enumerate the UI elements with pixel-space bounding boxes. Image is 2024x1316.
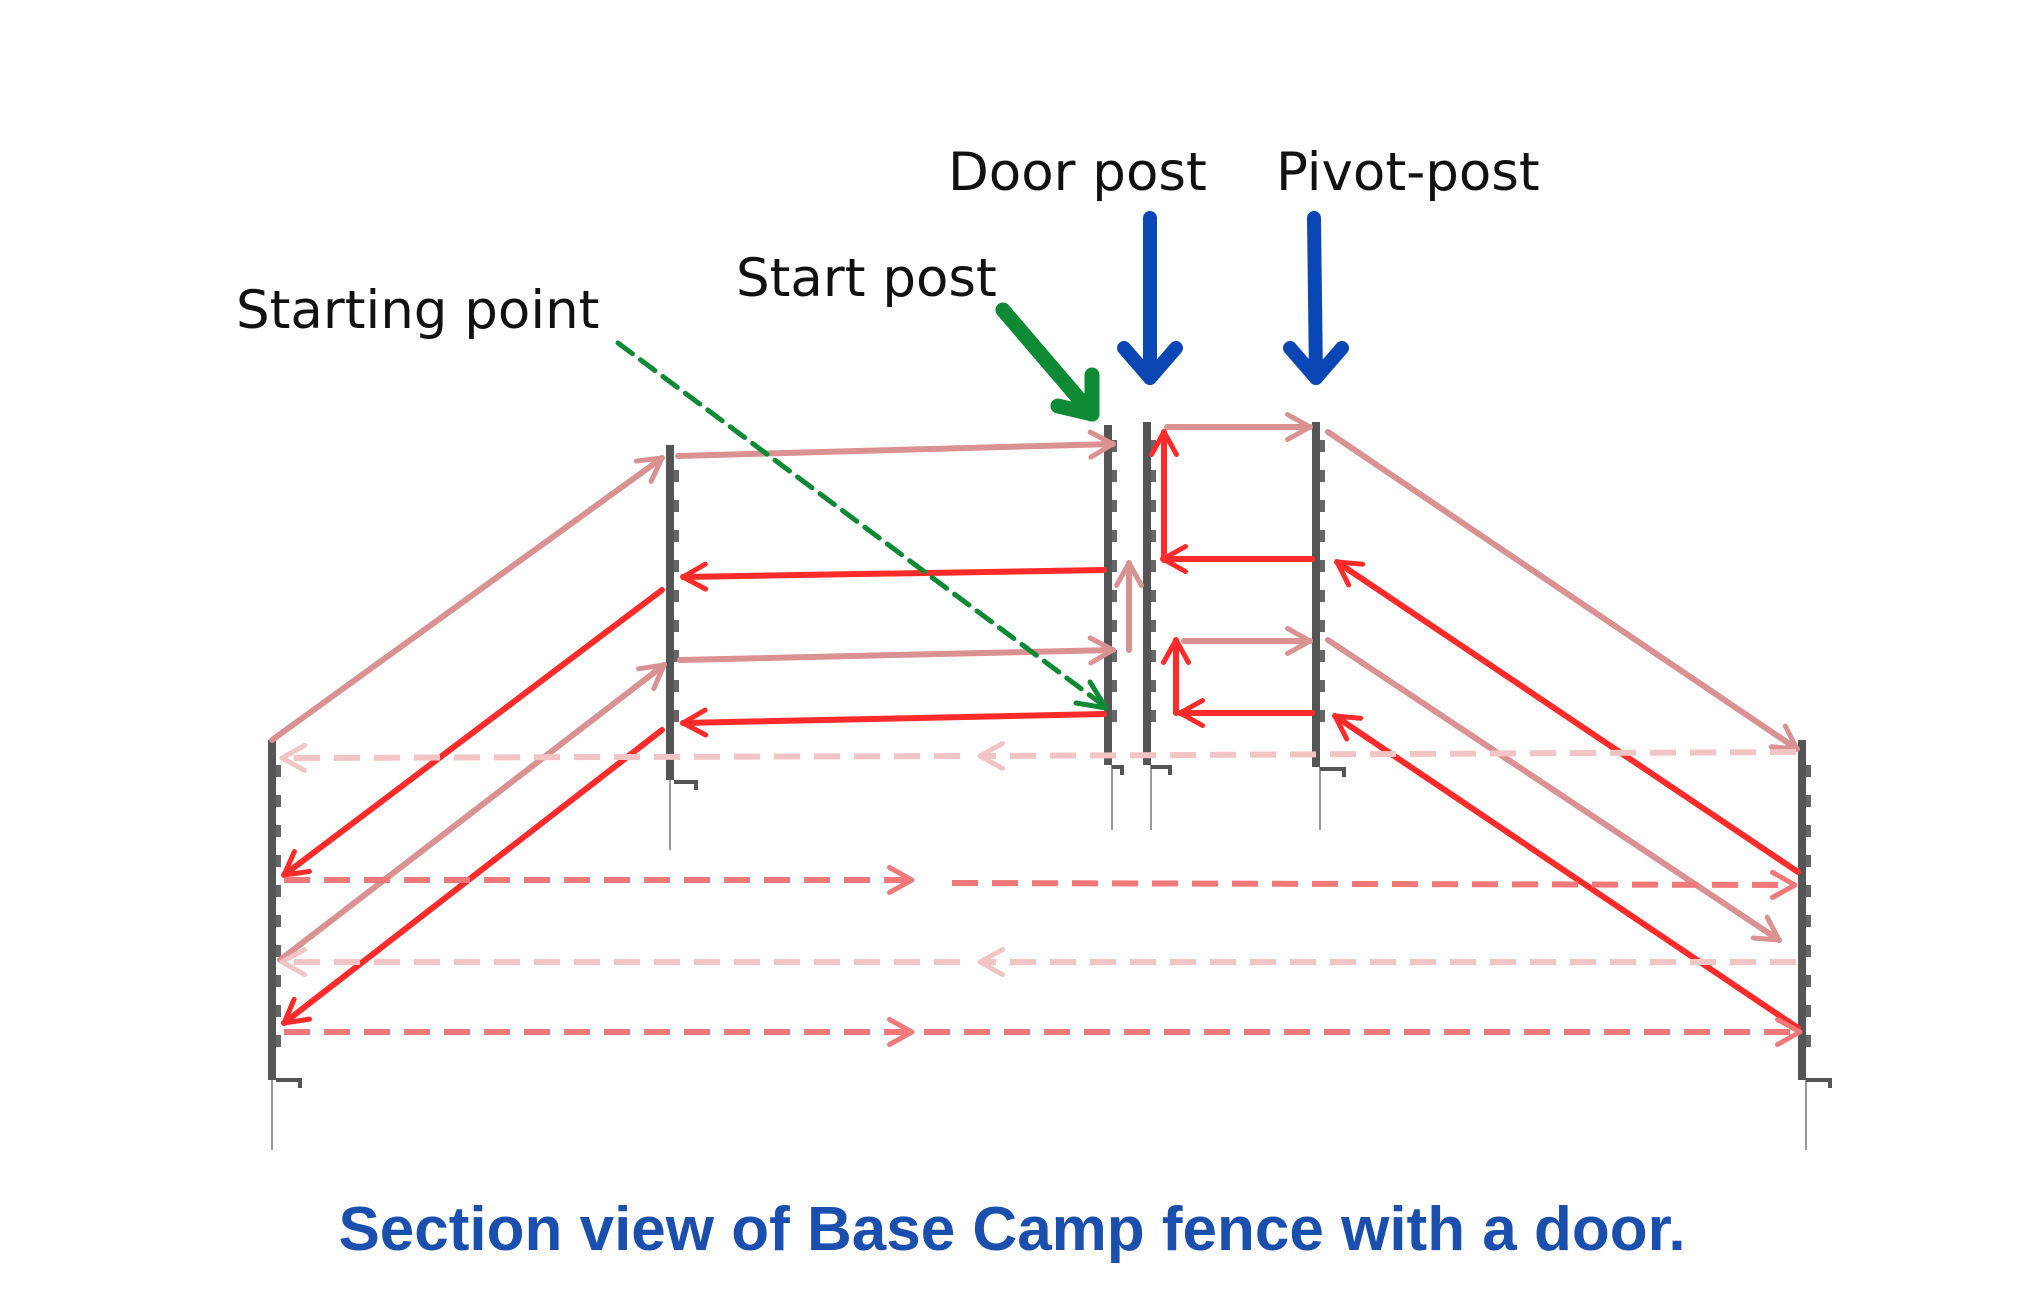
- red-wires: [281, 429, 1801, 1031]
- start-post-label: Start post: [736, 248, 997, 309]
- posts: [268, 422, 1832, 1150]
- post-pivot: [1312, 422, 1346, 830]
- dashed-wires: [284, 865, 1803, 1047]
- start-post-arrow: [995, 302, 1100, 422]
- faded-wires: [269, 412, 1800, 963]
- post-door: [1143, 422, 1172, 830]
- post-far-left: [268, 740, 302, 1150]
- pivot-post-arrow: [1283, 211, 1349, 385]
- post-mid-left: [666, 445, 698, 850]
- post-far-right: [1798, 740, 1832, 1150]
- pivot-post-label: Pivot-post: [1276, 142, 1540, 203]
- faint-wires: [279, 740, 1797, 977]
- starting-point-arrow: [615, 340, 1109, 711]
- post-start: [1104, 425, 1124, 830]
- caption: Section view of Base Camp fence with a d…: [338, 1195, 1686, 1264]
- starting-point-label: Starting point: [236, 280, 600, 341]
- door-post-arrow: [1117, 211, 1183, 385]
- door-post-label: Door post: [948, 142, 1207, 203]
